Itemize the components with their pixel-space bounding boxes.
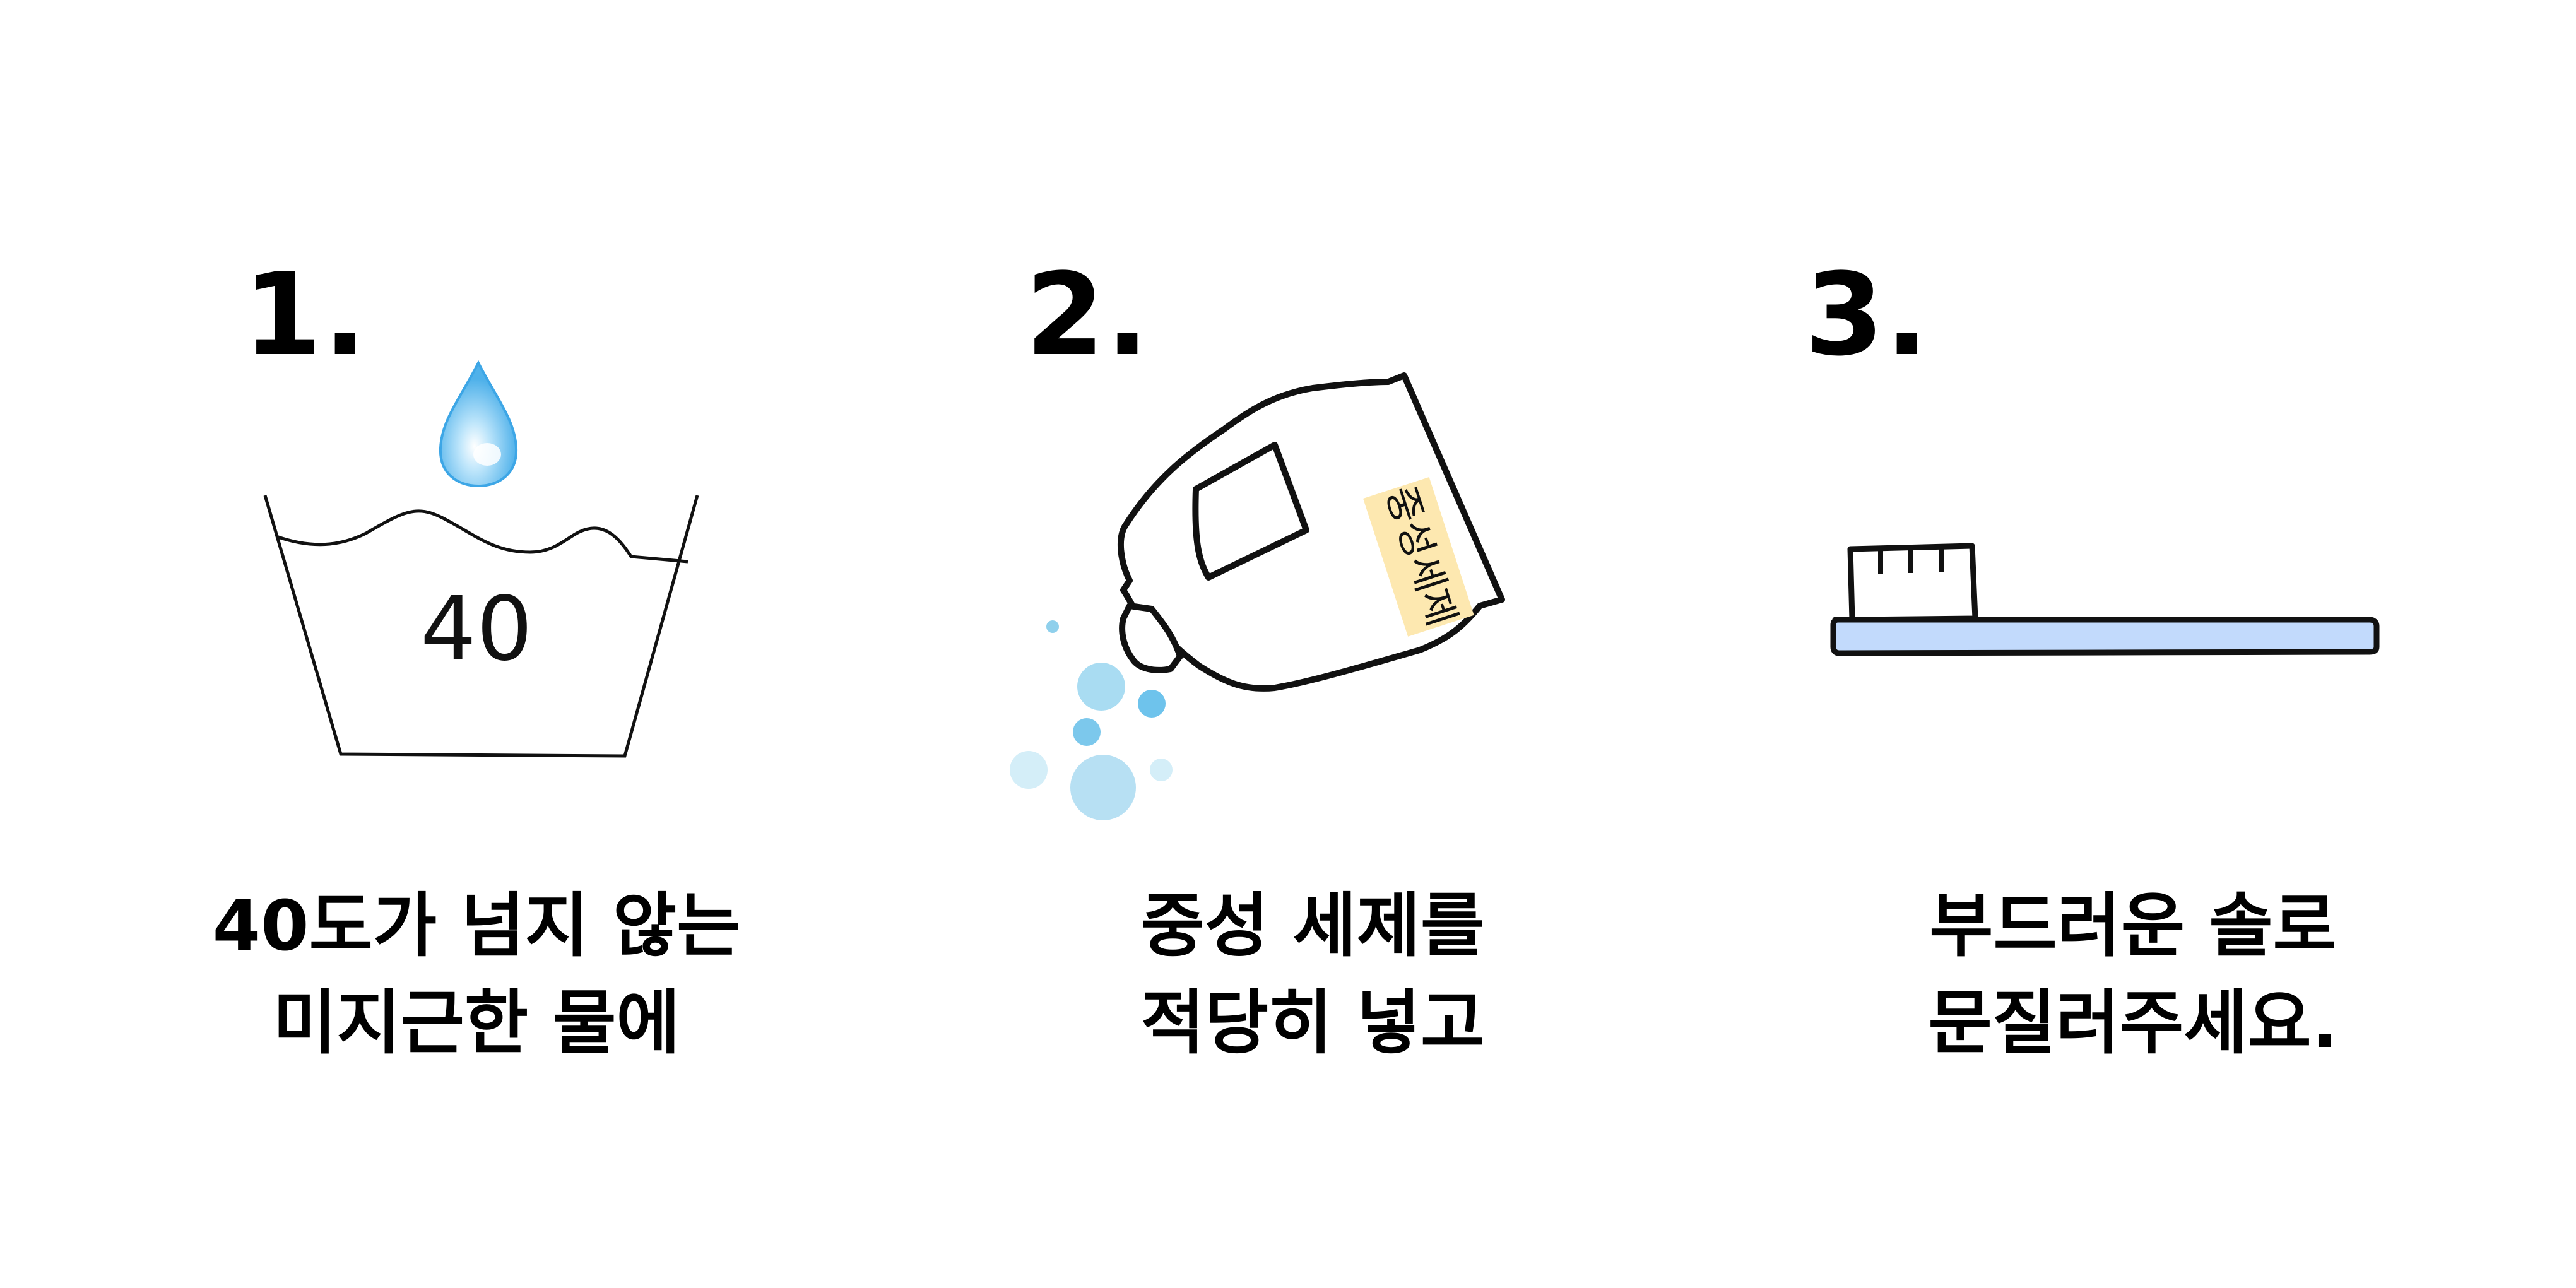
water-drop-icon <box>439 360 518 488</box>
caption-line: 40도가 넘지 않는 <box>212 885 741 966</box>
step-caption: 중성 세제를 적당히 넣고 <box>997 877 1628 1072</box>
step-number: 3. <box>1805 249 1930 381</box>
caption-line: 부드러운 솔로 <box>1929 885 2337 966</box>
caption-line: 적당히 넣고 <box>1140 983 1485 1063</box>
step-caption: 부드러운 솔로 문질러주세요. <box>1817 877 2449 1072</box>
step-1: 1. 40 40도가 넘지 않는 미지근한 물에 <box>0 0 858 1288</box>
caption-line: 문질러주세요. <box>1928 983 2338 1063</box>
temperature-label: 40 <box>420 578 533 681</box>
caption-line: 중성 세제를 <box>1140 885 1485 966</box>
step-2: 2. 중성세제 중성 세제를 적당히 넣고 <box>858 0 1716 1288</box>
step-caption: 40도가 넘지 않는 미지근한 물에 <box>161 877 792 1072</box>
step-number: 2. <box>1025 249 1150 381</box>
step-number: 1. <box>243 249 368 381</box>
step-3: 3. 부드러운 솔로 문질러주세요. <box>1716 0 2575 1288</box>
detergent-bottle-icon: 중성세제 <box>1010 372 1505 820</box>
bubbles-icon <box>1010 620 1173 820</box>
wash-tub-icon: 40 <box>263 360 699 758</box>
caption-line: 미지근한 물에 <box>273 983 680 1063</box>
soft-brush-icon <box>1830 543 2380 656</box>
